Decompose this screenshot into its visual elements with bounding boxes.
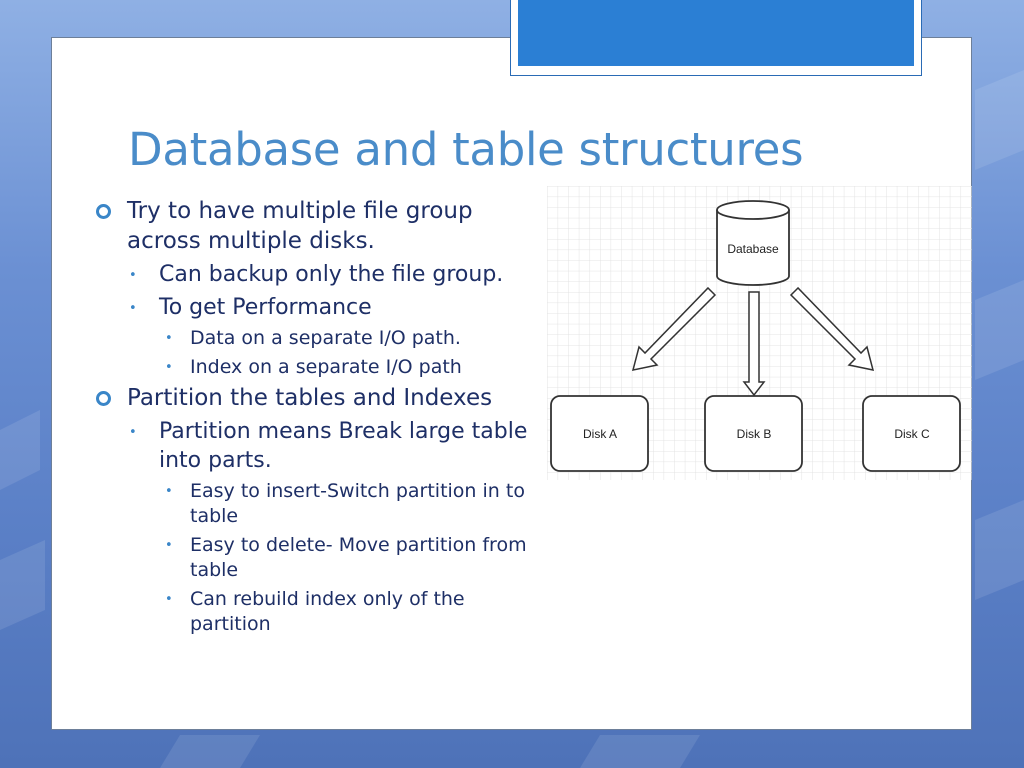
dot-bullet-icon: •	[165, 592, 173, 607]
bullet-level-1: Try to have multiple file group across m…	[94, 196, 544, 256]
disk-b-label: Disk B	[737, 427, 772, 441]
bullet-level-1: Partition the tables and Indexes	[94, 383, 544, 413]
dot-bullet-icon: •	[129, 268, 137, 283]
database-label: Database	[727, 242, 779, 256]
bullet-level-2: • Partition means Break large table into …	[94, 417, 544, 475]
storage-diagram: Database Disk A Disk B Disk C	[547, 186, 972, 480]
bullet-level-3: • Easy to delete- Move partition from tab…	[94, 533, 544, 583]
bullet-text: Easy to insert-Switch partition in to ta…	[190, 480, 525, 527]
bullet-level-3: • Data on a separate I/O path.	[94, 326, 544, 351]
bullet-text: To get Performance	[159, 295, 372, 320]
disk-a-box	[550, 395, 649, 472]
dot-bullet-icon: •	[129, 425, 137, 440]
bullet-text: Try to have multiple file group across m…	[127, 198, 473, 254]
database-icon	[716, 200, 790, 286]
arrow-to-disk-a	[631, 286, 717, 371]
bullet-level-3: • Can rebuild index only of the partition	[94, 587, 544, 637]
bullet-text: Easy to delete- Move partition from tabl…	[190, 534, 527, 581]
bullet-text: Index on a separate I/O path	[190, 356, 462, 378]
dot-bullet-icon: •	[165, 538, 173, 553]
bullet-level-2: • To get Performance	[94, 293, 544, 322]
bullet-text: Can rebuild index only of the partition	[190, 588, 465, 635]
slide-title: Database and table structures	[128, 123, 804, 176]
dot-bullet-icon: •	[165, 360, 173, 375]
disk-c-label: Disk C	[894, 427, 930, 441]
disk-a-label: Disk A	[583, 427, 617, 441]
ring-bullet-icon	[96, 204, 111, 219]
bullet-text: Partition the tables and Indexes	[127, 385, 493, 411]
dot-bullet-icon: •	[129, 301, 137, 316]
disk-c-box	[862, 395, 961, 472]
bullet-text: Partition means Break large table into p…	[159, 419, 528, 473]
bullet-level-3: • Index on a separate I/O path	[94, 355, 544, 380]
dot-bullet-icon: •	[165, 484, 173, 499]
disk-b-box	[704, 395, 803, 472]
ring-bullet-icon	[96, 391, 111, 406]
bullet-level-2: • Can backup only the file group.	[94, 260, 544, 289]
bullet-text: Data on a separate I/O path.	[190, 327, 461, 349]
bullet-text: Can backup only the file group.	[159, 262, 504, 287]
arrow-to-disk-b	[742, 291, 766, 397]
arrow-to-disk-c	[789, 286, 875, 371]
accent-bar	[518, 0, 914, 66]
bullet-level-3: • Easy to insert-Switch partition in to t…	[94, 479, 544, 529]
dot-bullet-icon: •	[165, 331, 173, 346]
bullet-list: Try to have multiple file group across m…	[94, 193, 544, 637]
